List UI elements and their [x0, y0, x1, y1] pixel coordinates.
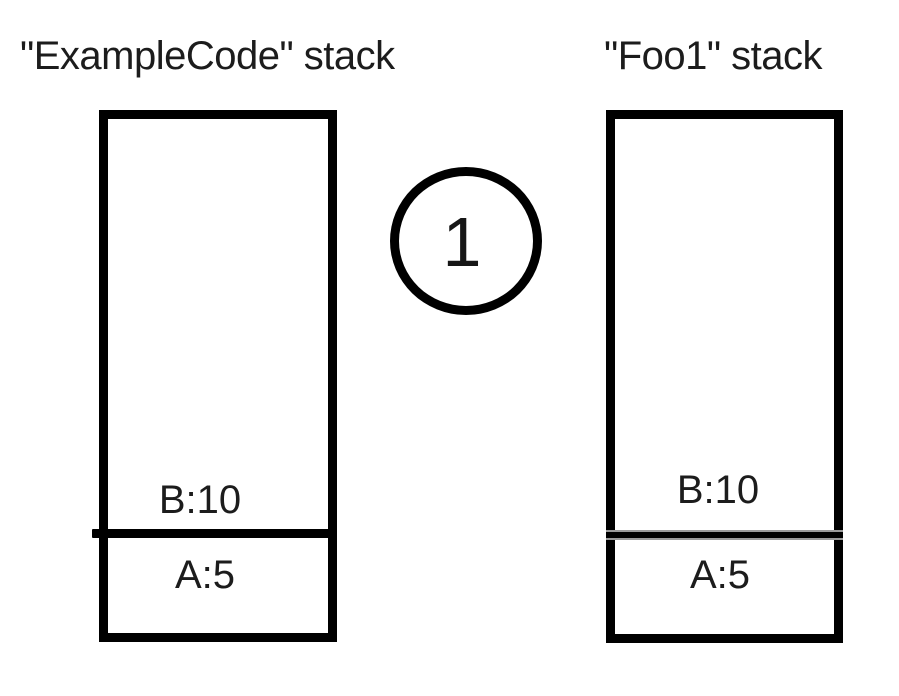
right-stack-frame-a-label: A:5	[689, 553, 751, 597]
right-stack-title: "Foo1" stack	[604, 34, 823, 78]
right-stack-frame-divider	[606, 530, 843, 540]
left-stack-box: B:10 A:5	[92, 110, 337, 642]
right-stack-box: B:10 A:5	[606, 110, 843, 643]
left-stack-frame-divider	[99, 529, 337, 538]
left-stack-divider-tick	[92, 529, 101, 538]
left-stack-title: "ExampleCode" stack	[20, 34, 395, 78]
step-marker-circle: 1	[390, 167, 542, 315]
step-marker-number: 1	[442, 203, 482, 281]
left-stack-frame-b-label: B:10	[158, 478, 242, 522]
right-stack-frame-b-label: B:10	[676, 468, 760, 512]
left-stack-frame-a-label: A:5	[174, 553, 236, 597]
